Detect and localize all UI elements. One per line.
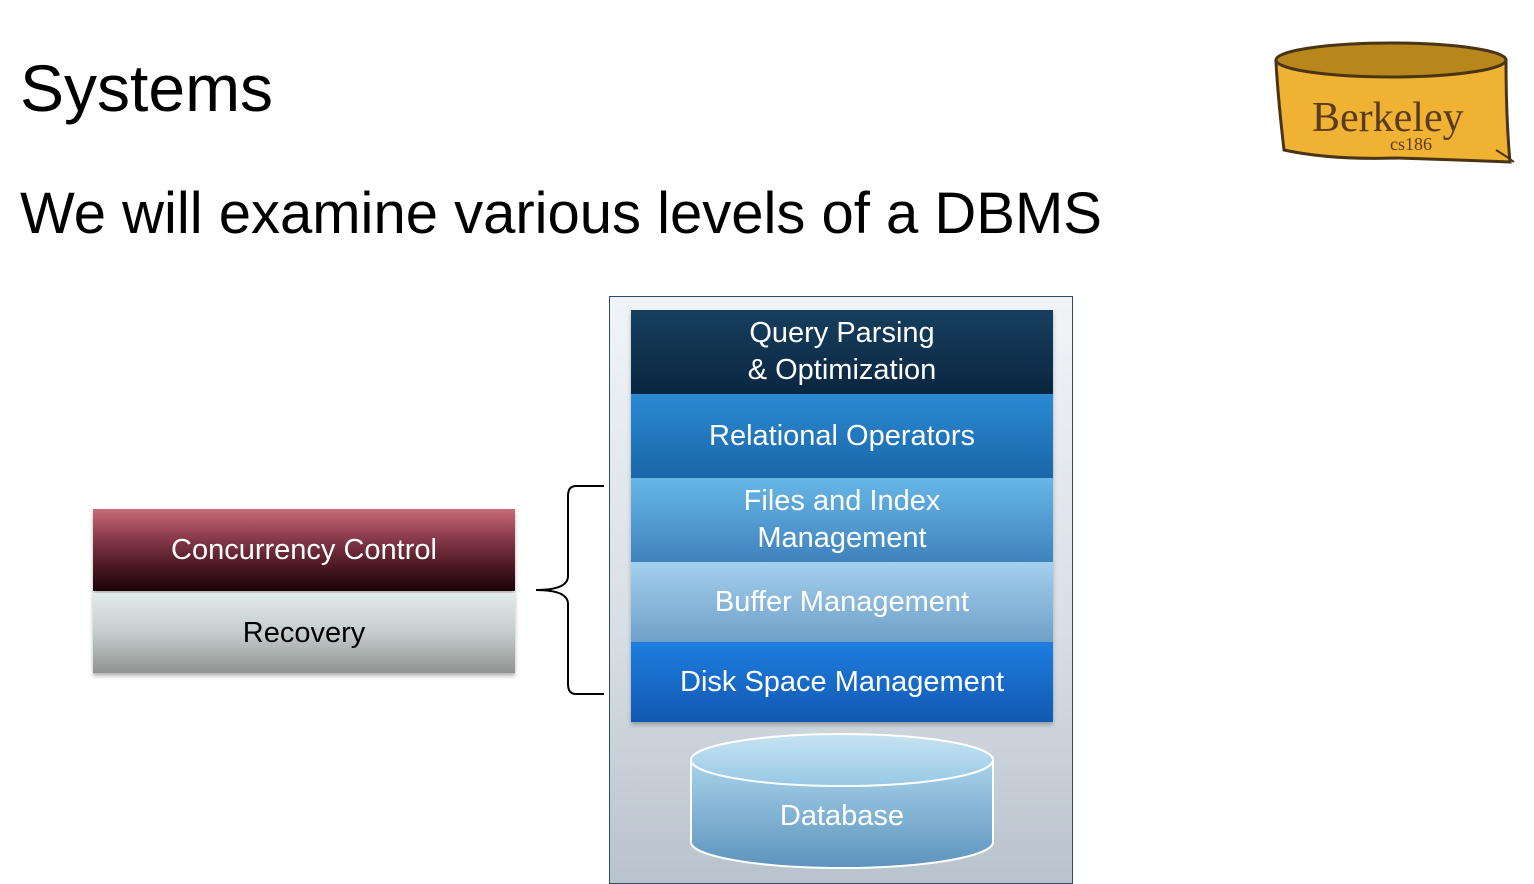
logo-subtext: cs186 [1390,134,1432,154]
concurrency-control-box: Concurrency Control [93,509,515,591]
layer-relational-operators-label: Relational Operators [709,419,975,452]
concurrency-control-label: Concurrency Control [171,533,437,566]
logo-text: Berkeley [1312,95,1464,141]
layer-disk-space-management: Disk Space Management [631,642,1053,722]
curly-brace [535,485,604,695]
layer-files-index: Files and Index Management [631,478,1053,562]
database-cylinder-body [690,759,994,869]
logo-bucket-drip [1495,149,1515,163]
database-cylinder-top [690,733,994,787]
layer-buffer-management-label: Buffer Management [714,585,970,618]
recovery-label: Recovery [242,616,366,649]
layer-query-parsing: Query Parsing & Optimization [631,310,1053,394]
slide-subtitle: We will examine various levels of a DBMS [20,181,1102,246]
layer-buffer-management: Buffer Management [631,562,1053,642]
layer-query-parsing-label: Query Parsing & Optimization [747,317,937,386]
layer-relational-operators: Relational Operators [631,394,1053,478]
layer-files-index-label: Files and Index Management [743,485,941,554]
logo-bucket-top [1274,41,1508,79]
database-cylinder [690,733,994,869]
logo-bucket-body [1274,58,1512,164]
layer-disk-space-management-label: Disk Space Management [680,665,1004,698]
recovery-box: Recovery [93,593,515,673]
berkeley-cs186-logo [1274,41,1515,164]
database-label: Database [779,800,905,832]
slide-title: Systems [20,51,274,125]
